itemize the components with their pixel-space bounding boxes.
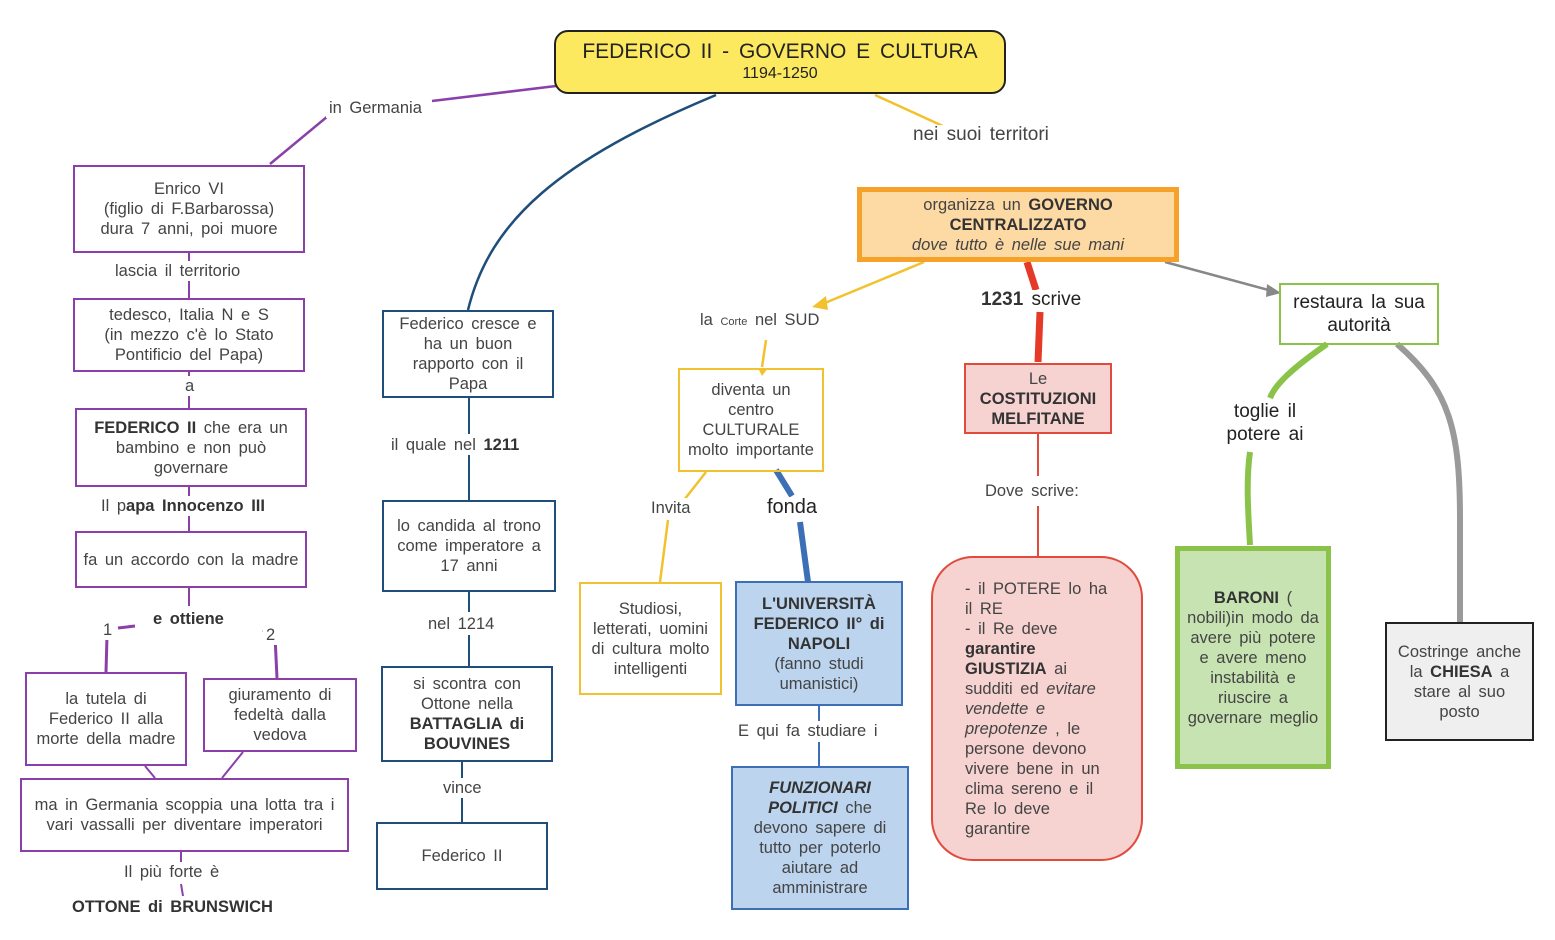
scrive-text: scrive <box>1023 289 1082 310</box>
node-potere-re: - il POTERE lo ha il RE - il Re deve gar… <box>931 556 1143 861</box>
giuramento-text: giuramento di fedeltà dalla vedova <box>228 686 332 744</box>
federico-bold: FEDERICO II <box>94 418 197 437</box>
root-node: FEDERICO II - GOVERNO E CULTURA 1194-125… <box>554 30 1006 94</box>
label-num-1: 1 <box>100 620 116 640</box>
label-vince: vince <box>440 778 485 798</box>
node-scontra: si scontra con Ottone nella BATTAGLIA di… <box>381 666 553 762</box>
label-a: a <box>182 376 198 396</box>
enrico-line3: dura 7 anni, poi muore <box>100 220 278 238</box>
corte-small: Corte <box>720 316 748 328</box>
centro-text: diventa un centro CULTURALE molto import… <box>688 381 814 459</box>
papa-pre: Il p <box>101 497 127 515</box>
scrive-year: 1231 <box>981 289 1024 310</box>
node-governo: organizza un GOVERNO CENTRALIZZATO dove … <box>857 187 1179 262</box>
costringe-rest: a stare al suo posto <box>1413 662 1510 721</box>
node-giuramento: giuramento di fedeltà dalla vedova <box>203 678 357 752</box>
node-federico-vince: Federico II <box>376 822 548 890</box>
label-lascia: lascia il territorio <box>112 261 244 281</box>
cost-bold: COSTITUZIONI MELFITANE <box>979 389 1097 428</box>
potere-line1: - il POTERE lo ha il RE <box>965 579 1108 618</box>
governo-bold1: GOVERNO <box>1028 195 1113 214</box>
node-enrico: Enrico VI (figlio di F.Barbarossa) dura … <box>73 165 305 253</box>
label-num-2: 2 <box>263 625 279 645</box>
root-title: FEDERICO II - GOVERNO E CULTURA <box>582 40 978 63</box>
label-ottone: OTTONE di BRUNSWICH <box>69 897 276 917</box>
node-studiosi: Studiosi, letterati, uomini di cultura m… <box>579 582 722 695</box>
ottone-text: OTTONE di BRUNSWICH <box>72 898 273 916</box>
node-territorio: tedesco, Italia N e S (in mezzo c'è lo S… <box>73 298 305 372</box>
quale-year: 1211 <box>483 436 520 454</box>
scontra-bold: BATTAGLIA di BOUVINES <box>409 715 525 753</box>
territorio-line1: tedesco, Italia N e S <box>109 306 269 324</box>
corte-pre: la <box>700 311 713 329</box>
federico-vince-text: Federico II <box>421 847 503 865</box>
potere-rest: ai sudditi ed <box>965 659 1068 698</box>
territorio-line2: (in mezzo c'è lo Stato <box>104 326 274 344</box>
enrico-line2: (figlio di F.Barbarossa) <box>103 200 275 218</box>
label-fonda: fonda <box>764 497 821 517</box>
label-il-quale: il quale nel 1211 <box>388 435 523 455</box>
governo-pre: organizza un <box>923 195 1029 214</box>
papa-bold: apa Innocenzo III <box>126 497 265 515</box>
studiosi-text: Studiosi, letterati, uomini di cultura m… <box>591 599 710 678</box>
label-in-germania: in Germania <box>326 98 425 118</box>
potere-end: , le persone devono vivere bene in un cl… <box>965 719 1100 838</box>
node-centro-culturale: diventa un centro CULTURALE molto import… <box>678 368 824 472</box>
label-e-qui: E qui fa studiare i <box>735 721 881 741</box>
funz-rest: che devono sapere di tutto per poterlo a… <box>753 799 887 897</box>
governo-italic: dove tutto è nelle sue mani <box>911 235 1125 254</box>
label-nel-1214: nel 1214 <box>425 614 498 634</box>
accordo-text: fa un accordo con la madre <box>83 550 299 569</box>
uni-rest: (fanno studi umanistici) <box>774 654 864 693</box>
restaura-text: restaura la sua autorità <box>1293 292 1425 336</box>
node-federico-bambino: FEDERICO II che era un bambino e non può… <box>75 408 307 487</box>
uni-bold: L'UNIVERSITÀ FEDERICO II° di NAPOLI <box>753 594 885 653</box>
node-tutela: la tutela di Federico II alla morte dell… <box>25 672 187 766</box>
ottiene-text: e ottiene <box>153 610 224 628</box>
label-papa-innocenzo: Il papa Innocenzo III <box>98 496 268 516</box>
cost-le: Le <box>1028 369 1048 388</box>
potere-italic: evitare vendette e prepotenze <box>965 679 1096 738</box>
corte-post: nel SUD <box>754 311 820 329</box>
node-lotta: ma in Germania scoppia una lotta tra i v… <box>20 778 349 852</box>
federico-rest: che era un bambino e non può governare <box>115 418 288 477</box>
label-corte: la Corte nel SUD <box>697 310 823 332</box>
lotta-text: ma in Germania scoppia una lotta tra i v… <box>34 796 335 834</box>
baroni-bold: BARONI <box>1213 588 1279 607</box>
label-toglie: toglie il potere ai <box>1208 400 1322 446</box>
node-restaura: restaura la sua autorità <box>1279 283 1439 345</box>
baroni-rest: ( nobili)in modo da avere più potere e a… <box>1187 588 1319 727</box>
toglie-text: toglie il potere ai <box>1226 401 1304 445</box>
node-costituzioni: Le COSTITUZIONI MELFITANE <box>964 363 1112 434</box>
label-1231-scrive: 1231 scrive <box>978 289 1085 310</box>
costringe-bold: CHIESA <box>1430 662 1493 681</box>
node-accordo: fa un accordo con la madre <box>75 531 307 588</box>
label-dove-scrive: Dove scrive: <box>982 481 1082 501</box>
root-dates: 1194-1250 <box>742 65 818 82</box>
node-cresce: Federico cresce e ha un buon rapporto co… <box>382 310 554 398</box>
node-chiesa: Costringe anche la CHIESA a stare al suo… <box>1385 622 1534 741</box>
scontra-pre: si scontra con Ottone nella <box>413 675 521 713</box>
label-piu-forte: Il più forte è <box>121 862 223 882</box>
candida-text: lo candida al trono come imperatore a 17… <box>397 517 541 575</box>
node-baroni: BARONI ( nobili)in modo da avere più pot… <box>1175 546 1331 769</box>
node-funzionari: FUNZIONARI POLITICI che devono sapere di… <box>731 766 909 910</box>
enrico-line1: Enrico VI <box>154 180 224 198</box>
quale-pre: il quale nel <box>391 436 476 454</box>
cresce-text: Federico cresce e ha un buon rapporto co… <box>399 315 537 393</box>
node-candida: lo candida al trono come imperatore a 17… <box>382 500 556 592</box>
governo-bold2: CENTRALIZZATO <box>949 215 1087 234</box>
potere-line2: - il Re deve <box>965 619 1058 638</box>
label-ottiene: e ottiene <box>150 609 227 629</box>
label-nei-suoi-territori: nei suoi territori <box>910 125 1052 145</box>
potere-bold: garantire GIUSTIZIA <box>965 639 1047 678</box>
territorio-line3: Pontificio del Papa) <box>114 346 264 364</box>
node-universita: L'UNIVERSITÀ FEDERICO II° di NAPOLI (fan… <box>735 581 903 706</box>
label-invita: Invita <box>648 498 694 518</box>
funz-italic: FUNZIONARI POLITICI <box>768 779 871 817</box>
tutela-text: la tutela di Federico II alla morte dell… <box>36 690 176 748</box>
costringe-pre: Costringe anche la <box>1397 642 1522 681</box>
